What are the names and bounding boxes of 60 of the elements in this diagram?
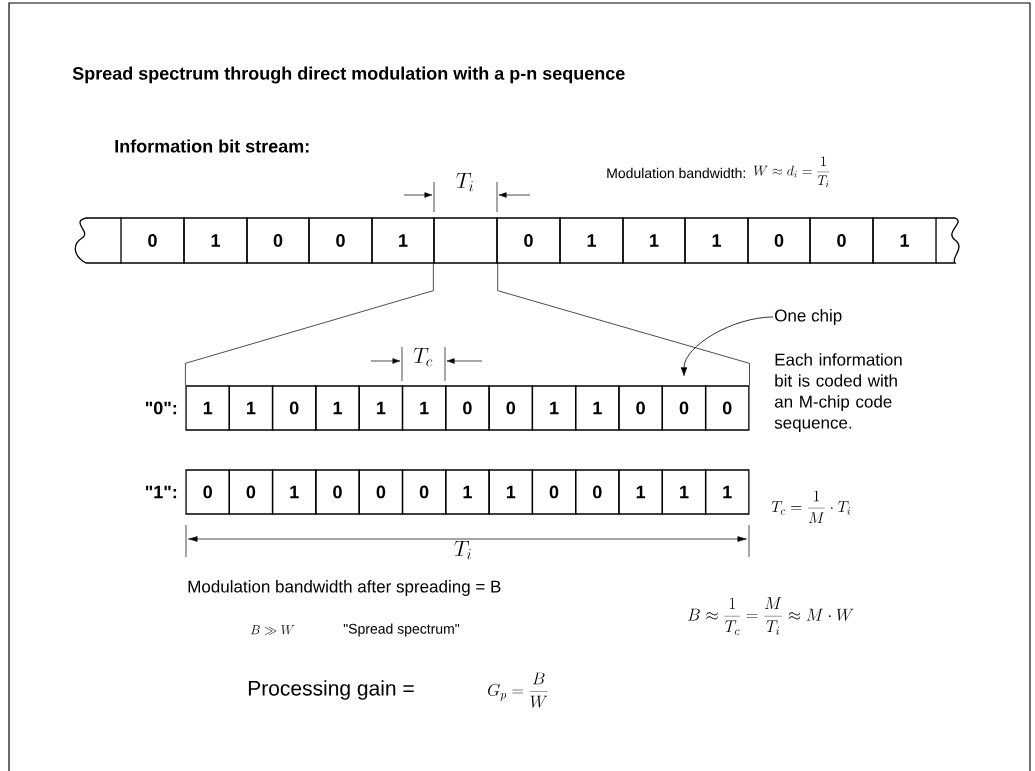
bit-cell: 1 xyxy=(371,217,435,264)
chip-cell: 1 xyxy=(531,385,577,431)
chip-cell: 1 xyxy=(488,469,534,515)
row-label: "0": xyxy=(145,401,177,415)
chip-cell: 0 xyxy=(271,385,317,431)
chip-cell: 1 xyxy=(271,469,317,515)
formula: $B \approx \frac{1}{T_c} = \frac{M}{T_i} \approx M \cdot W$ xyxy=(688,597,854,635)
chip-cell: 1 xyxy=(228,385,274,431)
chip-cell: 0 xyxy=(488,385,534,431)
title: Spread spectrum through direct modulation with a p-n sequence xyxy=(72,66,625,84)
row-label: "1": xyxy=(145,485,177,499)
label-text: Modulation bandwidth after spreading = B xyxy=(188,580,501,596)
chip-cell: 1 xyxy=(661,469,707,515)
label-text: "Spread spectrum" xyxy=(343,623,460,637)
formula: $B \gg W$ xyxy=(250,625,295,636)
chip-cell: 0 xyxy=(358,469,404,515)
bit-cell: 1 xyxy=(559,217,624,264)
zoom-line xyxy=(185,263,434,386)
chip-cell: 0 xyxy=(618,385,663,431)
bit-cell: 1 xyxy=(622,217,686,264)
label-text: Modulation bandwidth: xyxy=(607,167,745,179)
dimension-label: $T_c$ xyxy=(413,347,433,367)
dimension-label: $T_i$ xyxy=(456,172,473,192)
chip-cell: 0 xyxy=(445,385,490,431)
callout-text: One chip xyxy=(775,309,842,325)
chip-cell: 0 xyxy=(661,385,707,431)
chip-cell: 1 xyxy=(401,385,447,431)
dimension-label: $T_i$ xyxy=(454,540,471,560)
bit-cell: 1 xyxy=(684,217,749,264)
bit-cell: 0 xyxy=(809,217,874,264)
chip-cell: 1 xyxy=(315,385,360,431)
chip-cell: 1 xyxy=(575,385,620,431)
curved-arrow xyxy=(680,316,774,376)
heading: Information bit stream: xyxy=(115,139,309,153)
zoom-line xyxy=(497,263,750,386)
note-text: Each information bit is coded with an M-chip code sequence. xyxy=(774,353,902,433)
bit-cell: 0 xyxy=(246,217,310,264)
bit-cell: 0 xyxy=(496,217,561,264)
label-text: Processing gain = xyxy=(248,680,414,700)
chip-cell: 0 xyxy=(575,469,620,515)
bit-cell: 0 xyxy=(747,217,811,264)
chip-cell: 0 xyxy=(228,469,274,515)
chip-cell: 0 xyxy=(531,469,577,515)
chip-cell: 1 xyxy=(704,469,750,515)
formula: $W \approx d_i = \frac{1}{T_i}$ xyxy=(753,156,830,188)
bit-cell: 0 xyxy=(308,217,373,264)
chip-cell: 1 xyxy=(445,469,490,515)
chip-cell: 1 xyxy=(358,385,404,431)
bit-cell: 1 xyxy=(872,217,937,264)
chip-cell: 0 xyxy=(401,469,447,515)
chip-cell: 0 xyxy=(315,469,360,515)
gap-cell xyxy=(433,217,498,264)
chip-cell: 0 xyxy=(704,385,750,431)
formula: $G_p = \frac{B}{W}$ xyxy=(488,672,548,708)
bit-cell: 0 xyxy=(120,217,185,264)
bit-cell: 1 xyxy=(183,217,248,264)
chip-cell: 0 xyxy=(185,469,230,515)
formula: $T_c = \frac{1}{M} \cdot T_i$ xyxy=(771,490,851,524)
chip-cell: 1 xyxy=(618,469,663,515)
chip-cell: 1 xyxy=(185,385,230,431)
